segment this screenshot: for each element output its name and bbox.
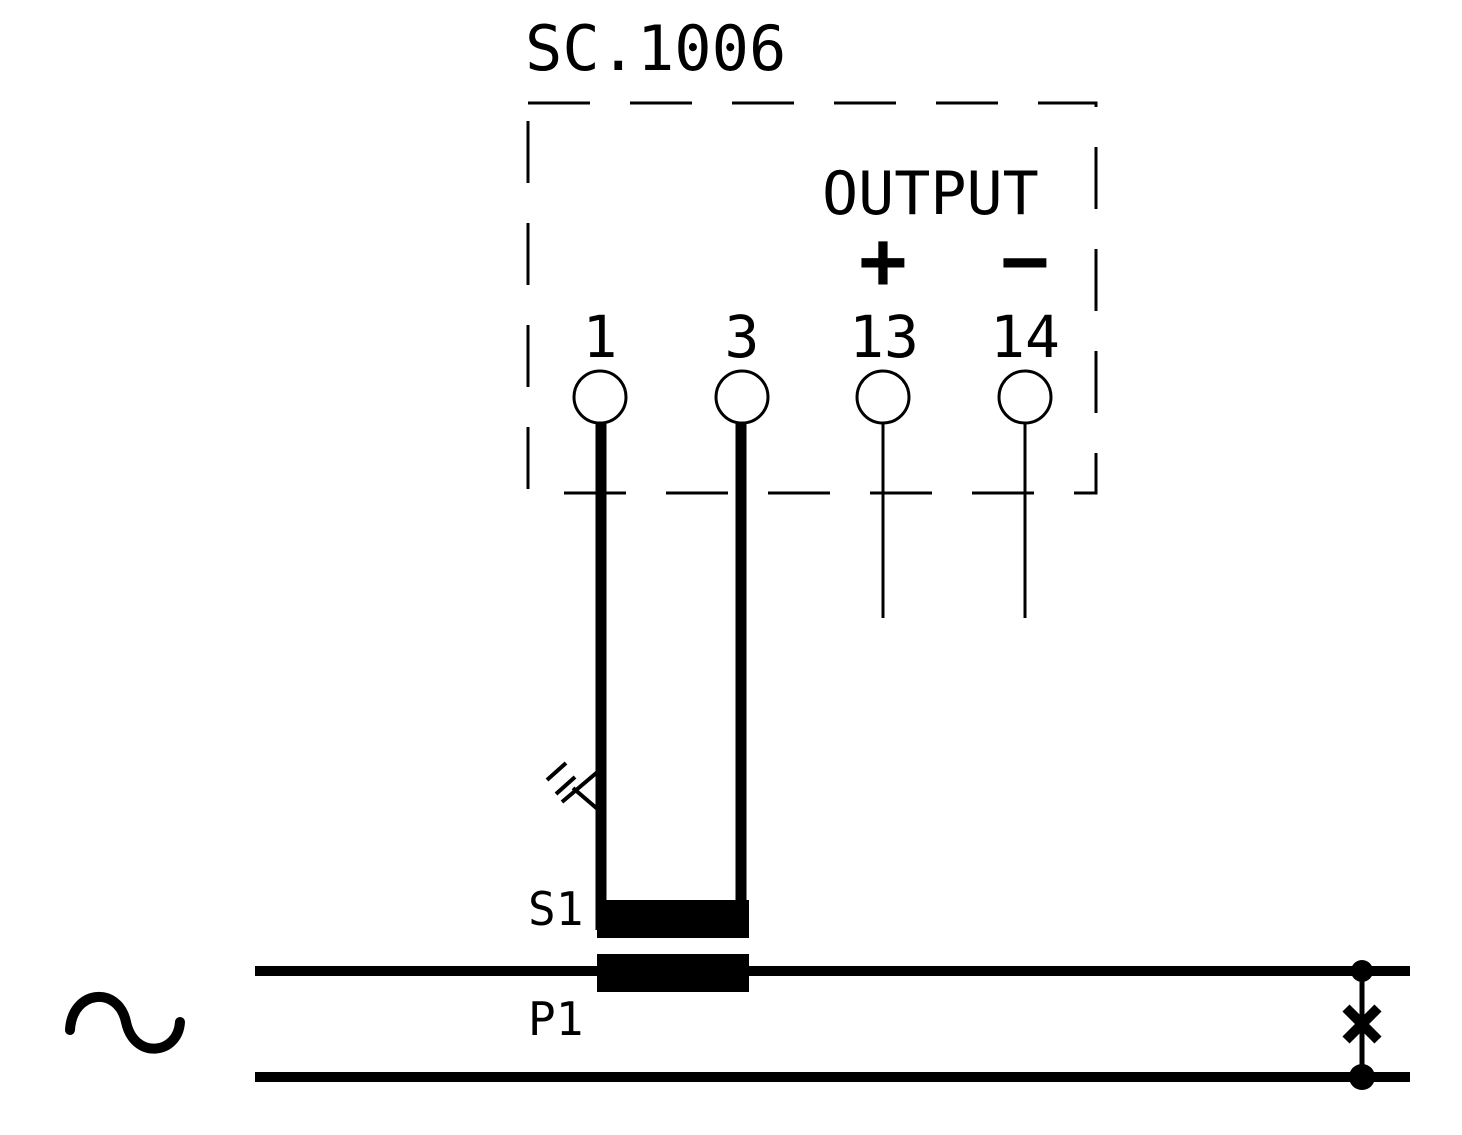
ct-primary-label: P1 [528,992,583,1046]
output-label: OUTPUT [822,159,1039,229]
terminal-14 [997,369,1053,425]
terminal-13-label: 13 [849,303,919,371]
device-enclosure [526,101,1098,495]
ct-secondary-winding [597,900,749,938]
junction-dot-lower [1349,1064,1375,1090]
terminal-14-label: 14 [990,303,1060,371]
output-minus-symbol: − [1001,214,1049,307]
device-model-label: SC.1006 [525,12,786,85]
terminal-3-label: 3 [725,303,760,371]
terminal-3 [714,369,770,425]
load-connection [1342,960,1382,1090]
ac-source-symbol [65,992,185,1054]
ground-mark [545,761,603,814]
output-plus-symbol: + [859,214,907,307]
terminal-13 [855,369,911,425]
load-cross-mark [1342,1004,1382,1044]
terminal-1 [572,369,628,425]
junction-dot-upper [1351,960,1373,982]
terminal-1-label: 1 [583,303,618,371]
ct-secondary-label: S1 [528,882,583,936]
